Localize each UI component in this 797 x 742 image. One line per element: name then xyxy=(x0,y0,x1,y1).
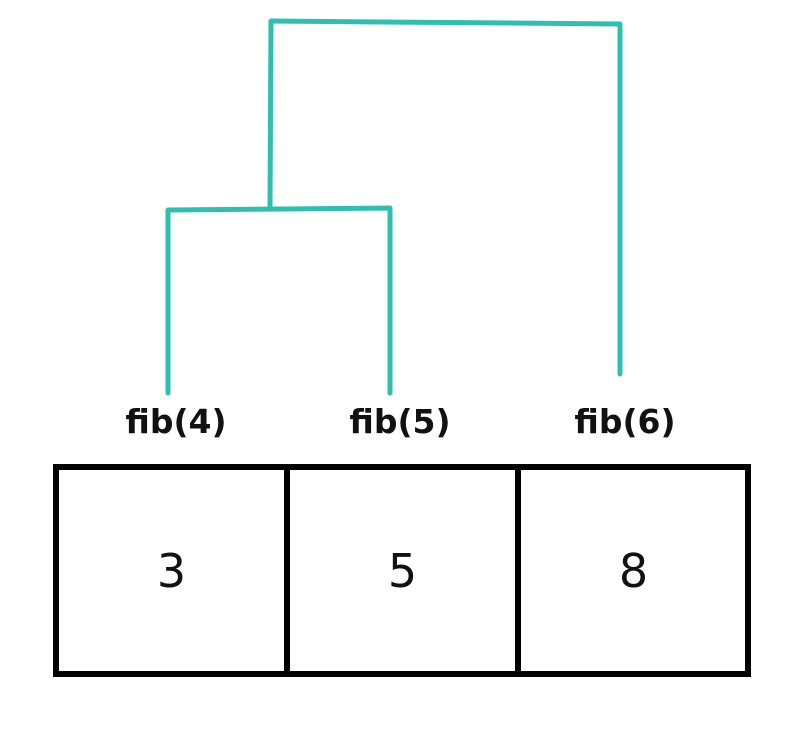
tree-branch-root xyxy=(267,18,623,377)
table-outline xyxy=(53,464,751,677)
tree-branch-fib4-fib5 xyxy=(165,205,393,396)
memo-cell-value-fib-6: 8 xyxy=(618,543,649,598)
label-fib-5: fib(5) xyxy=(349,402,451,441)
memo-cell-value-fib-5: 5 xyxy=(387,543,418,598)
label-fib-6: fib(6) xyxy=(574,402,676,441)
merge-tree xyxy=(165,18,623,396)
memo-table xyxy=(53,464,751,677)
memo-cell-value-fib-4: 3 xyxy=(156,543,187,598)
label-fib-4: fib(4) xyxy=(125,402,227,441)
